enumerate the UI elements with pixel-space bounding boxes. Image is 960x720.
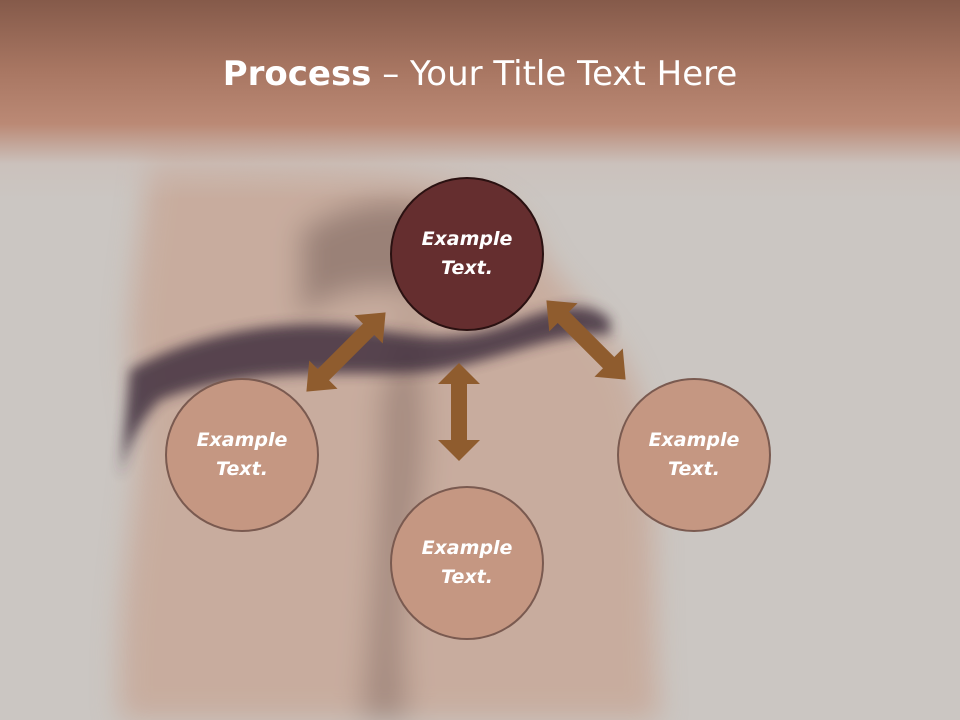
arrow-center-left (306, 312, 386, 392)
node-left-line2: Text. (216, 458, 268, 480)
node-right-line1: Example (648, 429, 740, 451)
arrow-center-right (546, 300, 626, 380)
title-rest: – Your Title Text Here (371, 54, 738, 94)
header-band (0, 0, 960, 200)
node-left-line1: Example (196, 429, 288, 451)
arrow-center-bottom (438, 363, 480, 461)
node-center-line2: Text. (441, 257, 493, 279)
node-center-line1: Example (421, 228, 513, 250)
node-right-line2: Text. (668, 458, 720, 480)
slide-title: Process – Your Title Text Here (0, 50, 960, 98)
title-bold: Process (222, 54, 372, 94)
node-bottom-line1: Example (421, 537, 513, 559)
node-bottom-line2: Text. (441, 566, 493, 588)
